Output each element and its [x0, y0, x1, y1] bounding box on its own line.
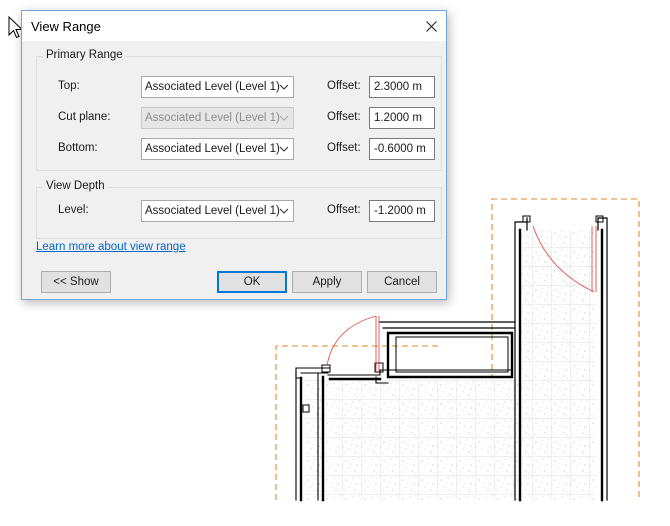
view-range-dialog: View Range Primary Range Top: Associated… — [21, 10, 447, 300]
dialog-title: View Range — [31, 19, 101, 34]
top-offset-label: Offset: — [327, 80, 361, 92]
primary-range-group: Primary Range — [36, 49, 442, 171]
chevron-down-icon — [279, 208, 289, 214]
door-leaf-left — [375, 316, 380, 372]
depth-level-select[interactable]: Associated Level (Level 1) — [141, 200, 294, 222]
show-button[interactable]: << Show — [41, 271, 111, 293]
learn-more-link[interactable]: Learn more about view range — [36, 241, 186, 253]
door-swing-top — [532, 225, 595, 293]
cut-plane-label: Cut plane: — [58, 111, 111, 123]
top-label: Top: — [58, 80, 80, 92]
bottom-label: Bottom: — [58, 142, 98, 154]
chevron-down-icon — [279, 146, 289, 152]
top-level-value: Associated Level (Level 1) — [145, 81, 280, 93]
cut-plane-level-value: Associated Level (Level 1) — [145, 112, 280, 124]
walls — [295, 215, 608, 502]
chevron-down-icon — [279, 115, 289, 121]
close-icon — [425, 20, 437, 32]
view-depth-label: View Depth — [43, 180, 108, 192]
floor-hatch — [323, 230, 596, 500]
depth-level-label: Level: — [58, 204, 89, 216]
bottom-level-select[interactable]: Associated Level (Level 1) — [141, 138, 294, 160]
dialog-titlebar[interactable]: View Range — [22, 11, 446, 41]
close-button[interactable] — [416, 11, 446, 41]
door-leaf-top — [591, 226, 597, 292]
cut-plane-level-select: Associated Level (Level 1) — [141, 107, 294, 129]
apply-button[interactable]: Apply — [292, 271, 362, 293]
top-level-select[interactable]: Associated Level (Level 1) — [141, 76, 294, 98]
bottom-offset-input[interactable]: -0.6000 m — [369, 138, 435, 160]
crop-region-boundary — [275, 198, 640, 500]
cut-plane-offset-label: Offset: — [327, 111, 361, 123]
door-swing-left — [326, 315, 377, 367]
depth-offset-input[interactable]: -1.2000 m — [369, 200, 435, 222]
ok-button[interactable]: OK — [217, 271, 287, 293]
floor-hatch-small — [305, 378, 323, 500]
door-swings — [326, 225, 597, 372]
view-depth-group: View Depth — [36, 180, 442, 239]
depth-level-value: Associated Level (Level 1) — [145, 205, 280, 217]
primary-range-label: Primary Range — [43, 49, 126, 61]
cancel-button[interactable]: Cancel — [367, 271, 437, 293]
cut-plane-offset-input[interactable]: 1.2000 m — [369, 107, 435, 129]
depth-offset-label: Offset: — [327, 204, 361, 216]
chevron-down-icon — [279, 84, 289, 90]
top-offset-input[interactable]: 2.3000 m — [369, 76, 435, 98]
bottom-offset-label: Offset: — [327, 142, 361, 154]
bottom-level-value: Associated Level (Level 1) — [145, 143, 280, 155]
